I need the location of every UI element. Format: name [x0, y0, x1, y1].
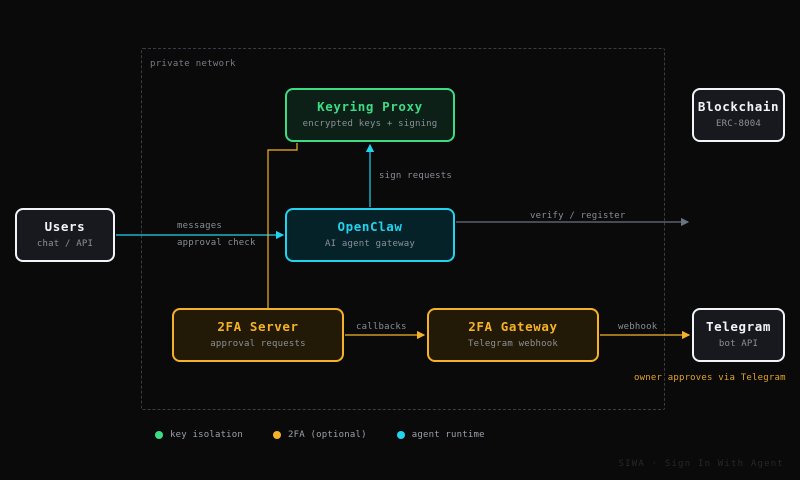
legend-label-2fa-optional: 2FA (optional) — [288, 430, 367, 440]
node-users-subtitle: chat / API — [36, 239, 94, 250]
edge-label-webhook: webhook — [618, 322, 658, 332]
edge-label-callbacks: callbacks — [356, 322, 407, 332]
legend-dot-green-icon — [155, 431, 163, 439]
node-keyring-proxy-subtitle: encrypted keys + signing — [302, 119, 438, 130]
edge-label-sign-requests: sign requests — [379, 171, 453, 181]
node-telegram-subtitle: bot API — [718, 339, 759, 350]
node-twofa-server-title: 2FA Server — [217, 319, 299, 335]
node-telegram-title: Telegram — [705, 319, 771, 335]
node-keyring-proxy-title: Keyring Proxy — [317, 99, 423, 115]
node-twofa-gateway-subtitle: Telegram webhook — [468, 339, 558, 350]
node-telegram[interactable]: Telegram bot API — [692, 308, 785, 362]
edge-label-owner-approves: owner approves via Telegram — [634, 373, 786, 383]
edge-label-verify-register: verify / register — [530, 211, 626, 221]
node-twofa-gateway[interactable]: 2FA Gateway Telegram webhook — [427, 308, 599, 362]
edge-label-messages: messages — [177, 221, 222, 231]
node-users-title: Users — [44, 219, 86, 235]
legend-item-2fa-optional: 2FA (optional) — [273, 430, 367, 440]
private-network-label: private network — [150, 59, 236, 69]
node-openclaw[interactable]: OpenClaw AI agent gateway — [285, 208, 455, 262]
legend-label-agent-runtime: agent runtime — [411, 430, 485, 440]
legend-dot-amber-icon — [273, 431, 282, 439]
node-blockchain-subtitle: ERC-8004 — [716, 119, 761, 130]
legend: key isolation 2FA (optional) agent runti… — [155, 430, 485, 440]
node-users[interactable]: Users chat / API — [15, 208, 115, 262]
node-keyring-proxy[interactable]: Keyring Proxy encrypted keys + signing — [285, 88, 455, 142]
private-network-zone — [141, 48, 665, 410]
node-openclaw-title: OpenClaw — [337, 219, 403, 235]
node-twofa-gateway-title: 2FA Gateway — [468, 319, 558, 335]
footer-branding: SIWA · Sign In With Agent — [618, 459, 784, 469]
legend-dot-cyan-icon — [396, 431, 405, 439]
node-blockchain[interactable]: Blockchain ERC-8004 — [692, 88, 785, 142]
node-openclaw-subtitle: AI agent gateway — [325, 239, 415, 250]
edge-label-approval-check: approval check — [177, 238, 256, 248]
node-twofa-server[interactable]: 2FA Server approval requests — [172, 308, 344, 362]
node-blockchain-title: Blockchain — [697, 99, 780, 115]
node-twofa-server-subtitle: approval requests — [210, 339, 306, 350]
legend-item-key-isolation: key isolation — [155, 430, 243, 440]
legend-label-key-isolation: key isolation — [170, 430, 244, 440]
legend-item-agent-runtime: agent runtime — [396, 430, 485, 440]
